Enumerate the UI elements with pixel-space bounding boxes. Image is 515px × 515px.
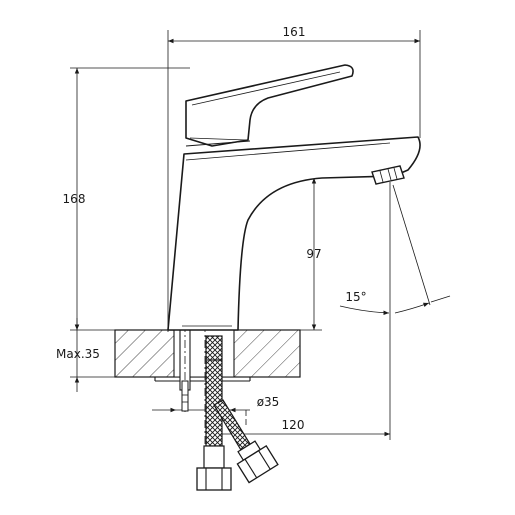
dim-label-spout-reach: 120 — [282, 418, 305, 432]
extension-lines — [70, 30, 421, 440]
hose-nut-right — [236, 440, 279, 484]
hose-nut-left — [196, 445, 232, 491]
dimension-height-total: 168 — [63, 68, 86, 330]
dim-label-height-total: 168 — [63, 192, 86, 206]
faucet-body — [167, 136, 421, 331]
dimension-spout-height: 97 — [306, 178, 322, 330]
dim-label-spout-height: 97 — [306, 247, 321, 261]
dimension-width-total: 161 — [168, 25, 420, 44]
dim-label-width-total: 161 — [283, 25, 306, 39]
dimension-counter-thickness: Max.35 — [56, 318, 100, 392]
dim-label-counter-thickness: Max.35 — [56, 347, 100, 361]
dim-label-hole-diameter: ø35 — [257, 395, 280, 409]
dimension-hole-diameter: ø35 — [152, 395, 280, 413]
dimension-spout-angle: 15° — [339, 184, 451, 316]
faucet-handle — [185, 64, 354, 147]
dim-label-spout-angle: 15° — [345, 290, 366, 304]
spout-aerator — [371, 165, 405, 185]
supply-hoses — [204, 292, 251, 470]
